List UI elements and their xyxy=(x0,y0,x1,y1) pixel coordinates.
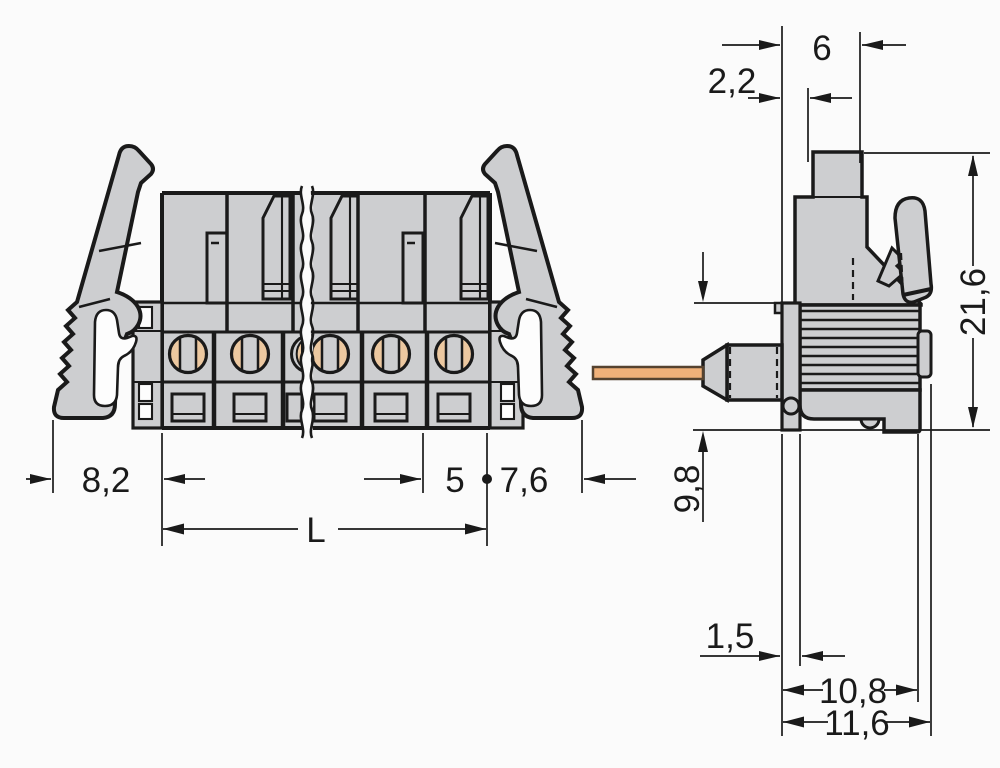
solder-pin-windows xyxy=(170,392,472,423)
locking-finger xyxy=(893,196,934,305)
dim-label-total-length: L xyxy=(306,511,325,550)
right-locking-lever xyxy=(481,143,585,420)
dim-label-total-depth: 11,6 xyxy=(824,704,890,743)
front-view: 8,2 5 7,6 L xyxy=(26,143,636,550)
release-channels xyxy=(261,194,490,301)
side-dimensions: 6 2,2 21,6 9,8 xyxy=(668,26,993,743)
dim-label-tower-front: 2,2 xyxy=(708,62,757,101)
dim-label-pole-pitch: 5 xyxy=(445,461,464,500)
front-dimensions: 8,2 5 7,6 L xyxy=(26,420,636,550)
contact-port xyxy=(433,333,475,375)
solder-pin xyxy=(591,365,705,381)
dim-label-right-flange: 7,6 xyxy=(500,461,549,500)
contact-port xyxy=(167,333,209,375)
dim-label-total-height: 21,6 xyxy=(954,268,993,336)
contact-ports xyxy=(167,333,475,375)
side-view: 6 2,2 21,6 9,8 xyxy=(591,26,993,743)
break-lines xyxy=(299,185,315,439)
dim-dot xyxy=(482,474,492,484)
left-locking-lever xyxy=(51,143,155,420)
pole-separators-top xyxy=(225,193,427,332)
dim-label-left-flange: 8,2 xyxy=(82,461,131,500)
contact-port xyxy=(370,333,412,375)
dim-label-face-height: 9,8 xyxy=(668,465,707,514)
dim-label-tower-back: 6 xyxy=(812,29,831,68)
base-block xyxy=(798,388,922,434)
ribbed-housing xyxy=(798,303,933,392)
dim-label-housing-depth: 10,8 xyxy=(819,672,887,711)
pole-separators-lower xyxy=(211,332,430,428)
dim-label-face-plate: 1,5 xyxy=(706,617,755,656)
contact-port xyxy=(229,333,271,375)
pin-barrel xyxy=(701,341,784,404)
latch-hook-tab xyxy=(916,329,933,379)
housing-section-lines xyxy=(162,301,490,384)
